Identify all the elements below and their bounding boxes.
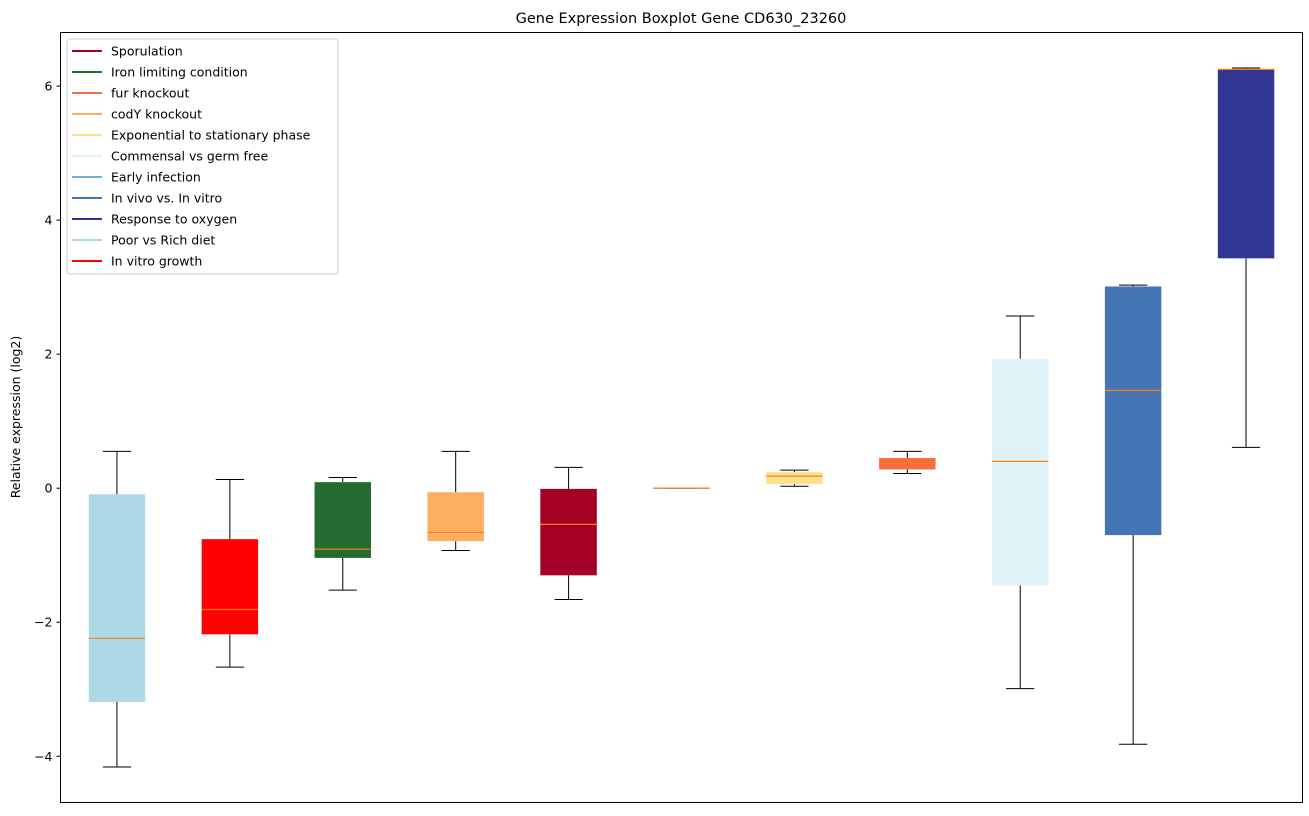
legend-frame xyxy=(66,38,339,275)
legend-label: fur knockout xyxy=(111,86,189,101)
box-body xyxy=(992,358,1049,586)
y-tick-label: 0 xyxy=(45,481,53,496)
box-0 xyxy=(88,450,146,768)
y-tick-label: 6 xyxy=(45,79,53,94)
legend-label: Commensal vs germ free xyxy=(111,149,268,164)
legend-label: codY knockout xyxy=(111,107,202,122)
box-7 xyxy=(879,450,936,474)
legend-label: In vitro growth xyxy=(111,254,202,269)
legend-label: Exponential to stationary phase xyxy=(111,128,311,143)
box-9 xyxy=(1104,284,1162,745)
box-body xyxy=(879,458,936,470)
box-4 xyxy=(540,466,597,600)
box-2 xyxy=(314,476,371,591)
box-body xyxy=(540,488,597,576)
y-tick-label: −4 xyxy=(34,749,52,764)
box-body xyxy=(766,472,823,485)
box-body xyxy=(314,482,371,558)
box-body xyxy=(427,492,484,542)
box-body xyxy=(88,494,146,702)
box-6 xyxy=(766,469,823,487)
box-body xyxy=(1104,286,1162,536)
box-8 xyxy=(992,315,1049,690)
y-tick-label: 4 xyxy=(45,213,53,228)
box-10 xyxy=(1217,67,1275,448)
legend-label: Response to oxygen xyxy=(111,212,237,227)
legend-label: Poor vs Rich diet xyxy=(111,233,215,248)
box-5 xyxy=(653,487,710,489)
legend-label: Sporulation xyxy=(111,44,183,59)
y-tick-label: −2 xyxy=(34,615,52,630)
box-body xyxy=(201,539,259,635)
chart-title: Gene Expression Boxplot Gene CD630_23260 xyxy=(516,11,847,27)
plot-frame xyxy=(60,32,1303,803)
box-body xyxy=(1217,69,1275,259)
legend-label: Iron limiting condition xyxy=(111,65,248,80)
legend-label: In vivo vs. In vitro xyxy=(111,191,222,206)
y-axis-label: Relative expression (log2) xyxy=(8,336,23,499)
legend-label: Early infection xyxy=(111,170,201,185)
box-1 xyxy=(201,478,259,668)
y-tick-label: 2 xyxy=(45,347,53,362)
box-3 xyxy=(427,450,484,552)
